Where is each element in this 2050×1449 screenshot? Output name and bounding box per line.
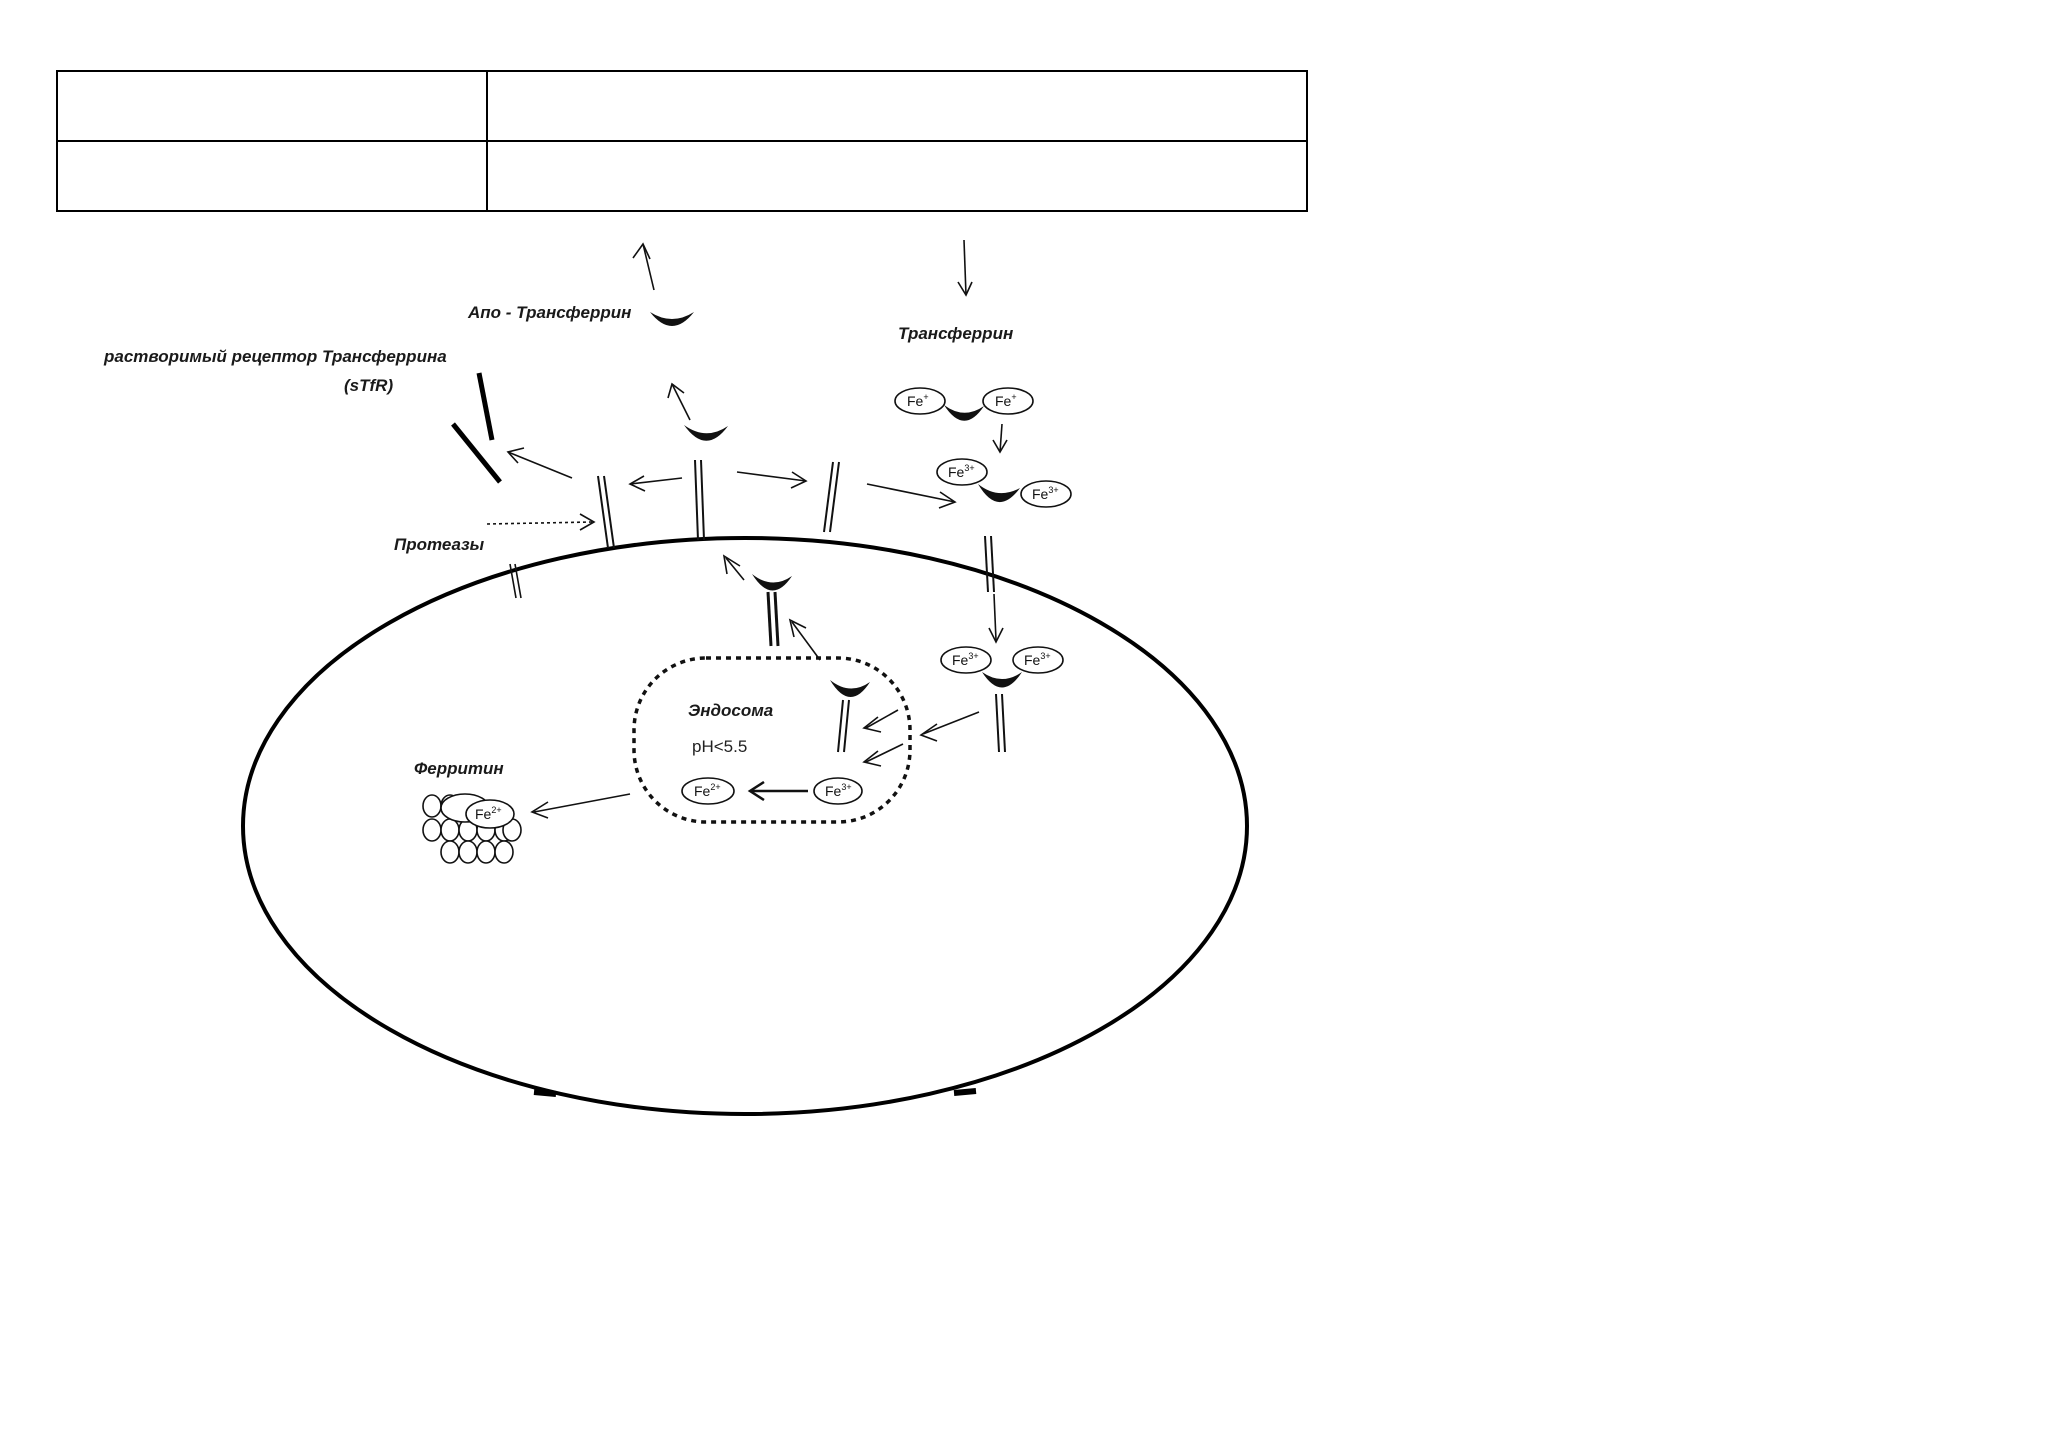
apo-transferrin-leaving [684, 425, 728, 441]
svg-text:Fe3+: Fe3+ [825, 782, 852, 799]
holo-transferrin-2: Fe3+ Fe3+ [936, 458, 1072, 508]
cell-membrane [241, 536, 1249, 1116]
svg-text:Fe3+: Fe3+ [1024, 651, 1051, 668]
arrow-reduction [747, 780, 808, 802]
transferrin-receptor [694, 459, 705, 541]
arrow-to-soluble-receptor [506, 447, 573, 479]
label-ferritin: Ферритин [414, 759, 504, 778]
label-stfr: (sTfR) [344, 376, 393, 395]
ferritin-cluster [422, 793, 522, 864]
transferrin-receptor [823, 461, 840, 533]
fe3-in-endosome: Fe3+ [813, 777, 863, 805]
arrow-endosome-to-recycle [788, 618, 821, 661]
membrane-mark [533, 1089, 557, 1097]
table-cell [486, 140, 1308, 212]
arrow-recycle-up [722, 554, 745, 581]
table-cell [486, 70, 1308, 142]
label-proteases: Протеазы [394, 535, 485, 554]
table-row [56, 70, 1308, 142]
label-transferrin: Трансферрин [898, 324, 1013, 343]
document-table [56, 70, 1308, 212]
arrow-proteases-dotted [486, 513, 596, 531]
table-cell [56, 140, 488, 212]
arrow-into-endosome [919, 711, 980, 742]
svg-text:Fe3+: Fe3+ [1032, 485, 1059, 502]
recycling-receptor [752, 574, 792, 647]
membrane-cleavage-mark [509, 563, 522, 599]
transferrin-receptor [597, 475, 615, 549]
arrow-apo-up [667, 382, 691, 421]
endosome-receptor [830, 680, 870, 753]
svg-text:Fe+: Fe+ [995, 392, 1017, 409]
arrow-to-ferritin [530, 793, 631, 819]
transferrin-receptor-right [984, 535, 995, 593]
soluble-receptor-fragment [476, 372, 495, 441]
holo-transferrin-1: Fe+ Fe+ [894, 387, 1034, 421]
arrow-holo-down [992, 423, 1008, 454]
svg-text:Fe3+: Fe3+ [952, 651, 979, 668]
apo-transferrin-molecule [650, 312, 694, 326]
label-apo-transferrin: Апо - Трансферрин [467, 303, 631, 322]
arrow-right [736, 471, 808, 489]
label-ph: pH<5.5 [692, 737, 747, 756]
svg-text:Fe+: Fe+ [907, 392, 929, 409]
internalized-complex: Fe3+ Fe3+ [940, 646, 1064, 753]
table-row [56, 140, 1308, 212]
arrow-up-out [632, 242, 655, 291]
arrow-into-endosome [862, 743, 904, 767]
endosome [632, 656, 912, 824]
label-endosome: Эндосома [688, 701, 773, 720]
ferritin-fe: Fe2+ [475, 805, 502, 822]
arrow-down-in [957, 239, 973, 297]
svg-text:Fe3+: Fe3+ [948, 463, 975, 480]
arrow-left [628, 475, 683, 492]
arrow-right-to-holo [866, 483, 957, 509]
membrane-mark [953, 1088, 977, 1096]
svg-text:Fe2+: Fe2+ [694, 782, 721, 799]
arrow-endocytosis-down [988, 593, 1004, 644]
soluble-receptor-fragment [451, 422, 502, 484]
label-soluble-receptor: растворимый рецептор Трансферрина [103, 347, 447, 366]
arrow-into-endosome [862, 709, 899, 733]
table-cell [56, 70, 488, 142]
fe2-in-endosome: Fe2+ [681, 777, 735, 805]
